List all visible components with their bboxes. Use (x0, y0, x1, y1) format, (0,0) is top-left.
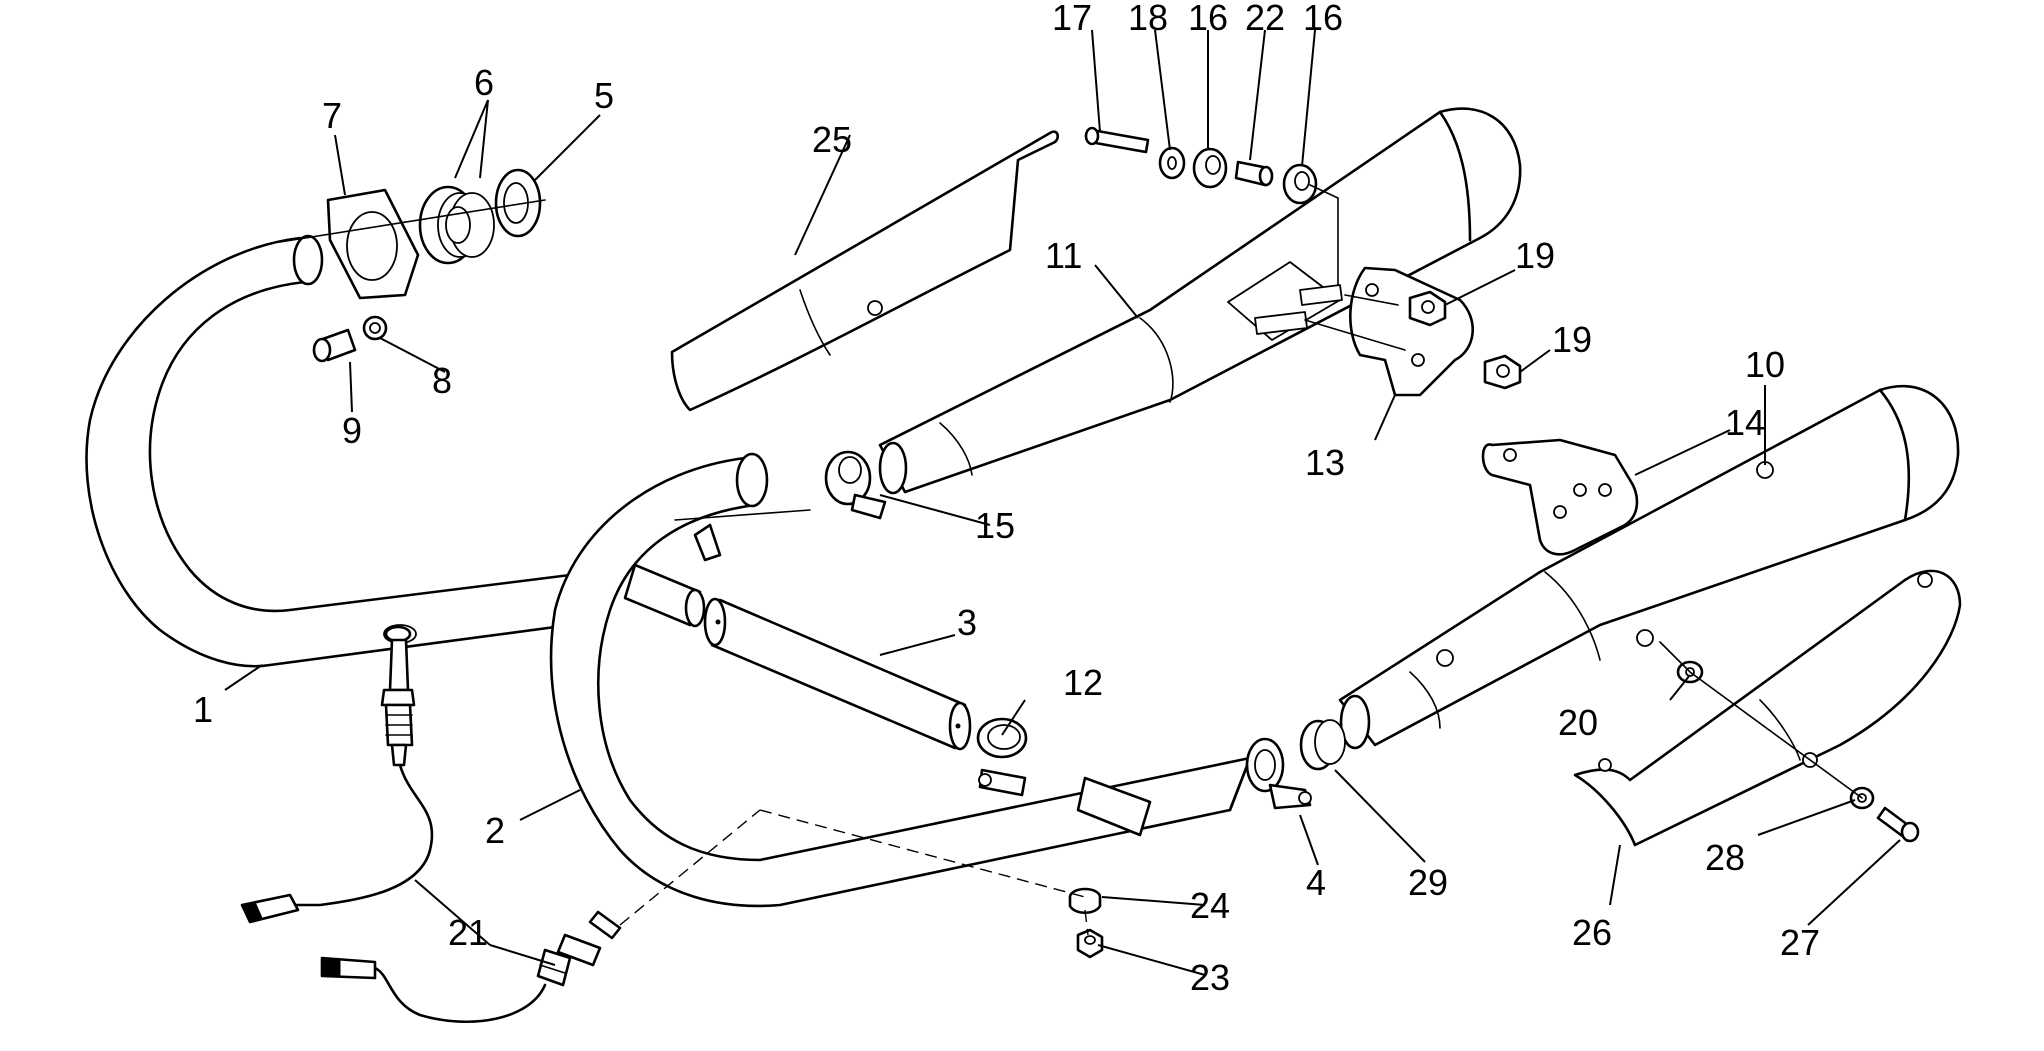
callout-28: 28 (1705, 837, 1745, 878)
callout-11: 11 (1045, 235, 1082, 276)
callout-16b: 16 (1303, 0, 1343, 38)
callout-10: 10 (1745, 344, 1785, 385)
hanger-bolt-stack (1084, 126, 1339, 291)
oxygen-sensor-21 (240, 625, 761, 1024)
callout-6: 6 (474, 62, 494, 103)
callout-13: 13 (1305, 442, 1345, 483)
callout-26: 26 (1572, 912, 1612, 953)
callout-2: 2 (485, 810, 505, 851)
callout-17: 17 (1052, 0, 1092, 38)
callout-4: 4 (1306, 862, 1326, 903)
crossover-tube-3 (623, 523, 1152, 837)
fastener-20-27-28 (1659, 641, 1920, 843)
callout-20: 20 (1558, 702, 1598, 743)
callout-23: 23 (1190, 957, 1230, 998)
callout-15: 15 (975, 505, 1015, 546)
callout-16a: 16 (1188, 0, 1228, 38)
callout-9: 9 (342, 410, 362, 451)
callout-14: 14 (1725, 402, 1765, 443)
callout-18: 18 (1128, 0, 1168, 38)
nut-19-group (1408, 290, 1522, 390)
clamp-12 (976, 717, 1028, 797)
alignment-lines (674, 509, 1089, 936)
callout-labels: 1 2 3 4 5 6 7 8 9 10 11 12 13 14 15 17 1… (193, 0, 1820, 998)
callout-24: 24 (1190, 885, 1230, 926)
callout-27: 27 (1780, 922, 1820, 963)
callout-19a: 19 (1515, 235, 1555, 276)
port-flange-group (279, 168, 546, 363)
heat-shield-25 (670, 130, 1060, 412)
clamp-4 (1245, 737, 1312, 810)
header-pipe-2 (549, 452, 1252, 908)
callout-5: 5 (594, 75, 614, 116)
callout-3: 3 (957, 602, 977, 643)
fastener-23-24 (1068, 887, 1104, 959)
bracket-14 (1481, 438, 1639, 556)
gasket-29 (1299, 719, 1346, 771)
callout-19b: 19 (1552, 319, 1592, 360)
lower-silencer-10 (1338, 384, 1960, 750)
callout-12: 12 (1063, 662, 1103, 703)
callout-21: 21 (448, 912, 488, 953)
callout-29: 29 (1408, 862, 1448, 903)
heat-shield-26 (1573, 569, 1962, 847)
callout-8: 8 (432, 360, 452, 401)
callout-1: 1 (193, 689, 213, 730)
callout-7: 7 (322, 95, 342, 136)
clamp-15 (824, 450, 887, 520)
callout-22: 22 (1245, 0, 1285, 38)
callout-25: 25 (812, 119, 852, 160)
header-pipe-1 (85, 234, 572, 668)
leader-lines (224, 29, 1901, 976)
